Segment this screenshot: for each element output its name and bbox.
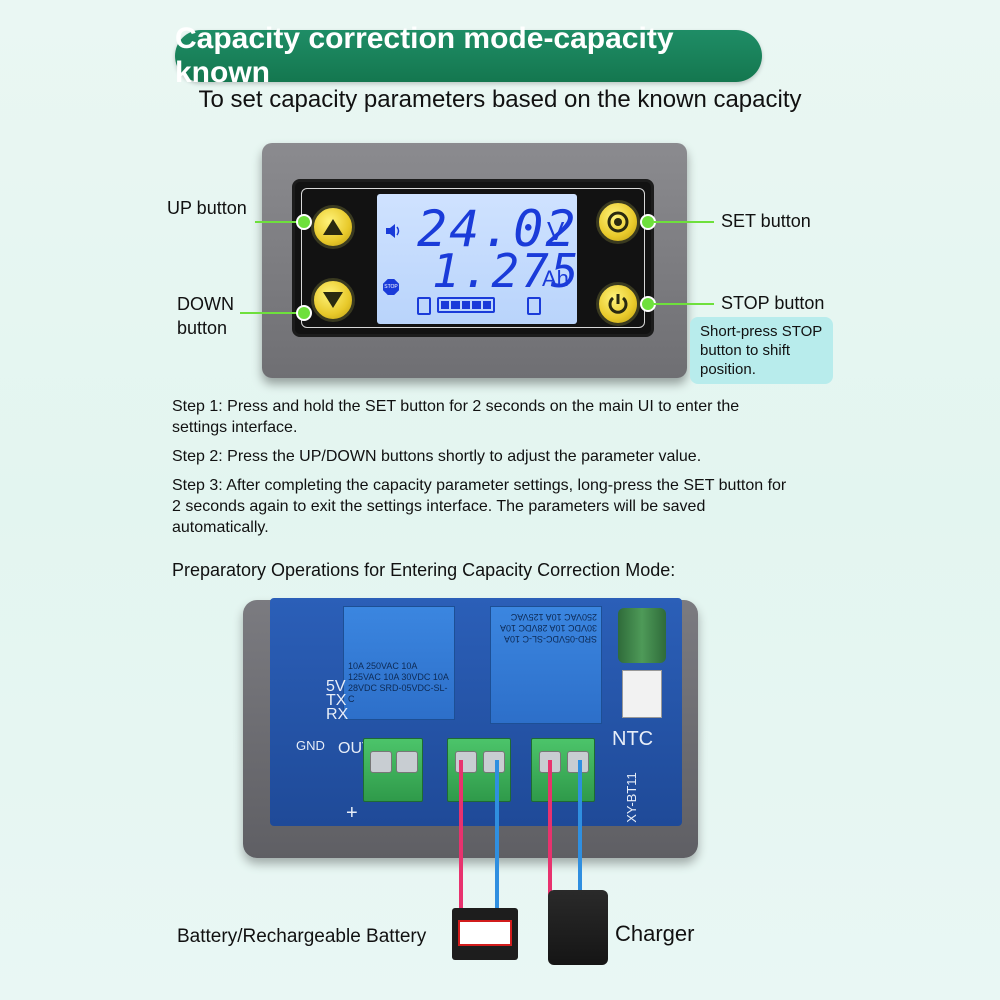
pcb-label-rx: RX [326, 706, 349, 723]
battery-wire-blue [495, 760, 499, 915]
voltage-readout: 24.02 [417, 200, 578, 258]
battery-terminal [447, 738, 511, 802]
step-2: Step 2: Press the UP/DOWN buttons shortl… [172, 448, 702, 465]
pcb-label-gnd: GND [296, 738, 325, 753]
page-subtitle: To set capacity parameters based on the … [198, 86, 802, 113]
pcb-label-5v: 5V [326, 678, 346, 695]
set-button-label: SET button [721, 211, 811, 231]
charger-image [548, 890, 608, 965]
down-callout-line [240, 312, 302, 314]
stop-note: Short-press STOP button to shift positio… [690, 317, 833, 384]
gear-icon [607, 211, 629, 233]
stop-callout-line [654, 303, 714, 305]
stop-button[interactable] [596, 282, 640, 326]
triangle-up-icon [323, 219, 343, 235]
charger-label: Charger [615, 921, 695, 946]
relay-right-text: SRD-05VDC-SL-C 10A 30VDC 10A 28VDC 10A 2… [500, 612, 597, 644]
down-button[interactable] [311, 278, 355, 322]
speaker-icon [386, 224, 400, 238]
battery-level-icon [437, 297, 495, 313]
pcb-label-model: XY-BT11 [623, 772, 639, 823]
voltage-unit: V [547, 216, 565, 246]
step-3: Step 3: After completing the capacity pa… [172, 477, 787, 536]
charger-wire-red [548, 760, 552, 895]
steps-list: Step 1: Press and hold the SET button fo… [172, 396, 792, 546]
lcd-display: 24.02 V 1.275 Ah STOP [377, 194, 581, 324]
charger-wire-blue [578, 760, 582, 895]
battery-image [452, 908, 518, 960]
battery-wire-red [459, 760, 463, 915]
up-button-label: UP button [167, 198, 247, 218]
capacity-readout: 1.275 [432, 244, 581, 298]
device-icon [417, 297, 431, 315]
pcb-label-tx: TX [326, 692, 347, 709]
stop-indicator: STOP [383, 279, 399, 295]
up-callout-dot [296, 214, 312, 230]
prep-heading: Preparatory Operations for Entering Capa… [172, 560, 676, 580]
battery-label: Battery/Rechargeable Battery [177, 926, 427, 947]
step-1: Step 1: Press and hold the SET button fo… [172, 398, 740, 436]
pcb-label-ntc: NTC [612, 728, 654, 750]
relay-right: SRD-05VDC-SL-C 10A 30VDC 10A 28VDC 10A 2… [490, 606, 602, 724]
power-icon [608, 294, 628, 314]
down-button-label: DOWN button [177, 294, 234, 338]
out-terminal [363, 738, 423, 802]
set-callout-line [654, 221, 714, 223]
relay-left: 10A 250VAC 10A 125VAC 10A 30VDC 10A 28VD… [343, 606, 455, 720]
relay-left-text: 10A 250VAC 10A 125VAC 10A 30VDC 10A 28VD… [348, 661, 449, 704]
set-button[interactable] [596, 200, 640, 244]
up-button[interactable] [311, 205, 355, 249]
triangle-down-icon [323, 292, 343, 308]
ntc-connector [622, 670, 662, 718]
stop-button-label: STOP button [721, 293, 825, 313]
capacity-unit: Ah [542, 266, 569, 291]
down-callout-dot [296, 305, 312, 321]
capacitor [618, 608, 666, 663]
page-title: Capacity correction mode-capacity known [175, 22, 762, 89]
pcb-label-plus: + [346, 802, 358, 824]
up-callout-line [255, 221, 303, 223]
charger-terminal [531, 738, 595, 802]
charging-icon [527, 297, 541, 315]
